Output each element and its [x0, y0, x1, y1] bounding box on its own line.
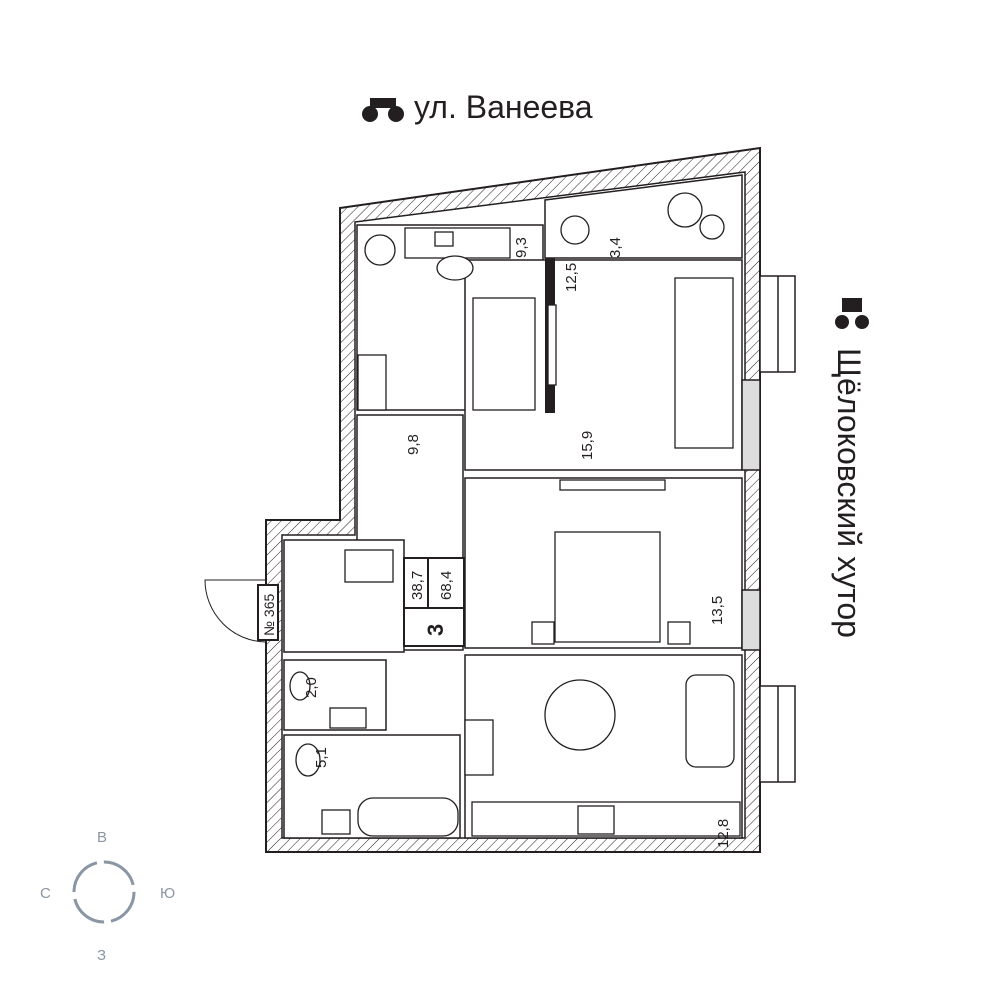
- toilet-icon: [289, 671, 311, 701]
- nightstand: [667, 621, 691, 645]
- bathtub: [357, 797, 459, 837]
- compass-south: З: [97, 947, 106, 964]
- cabinet: [357, 354, 387, 411]
- area-label: 12,8: [715, 819, 732, 848]
- dining-table: [544, 679, 616, 751]
- stove-icon: [577, 805, 615, 835]
- area-label: 3,4: [607, 237, 624, 258]
- area-label: 2,0: [303, 677, 320, 698]
- binoculars-icon: [362, 98, 404, 122]
- area-label: 9,3: [513, 237, 530, 258]
- apartment-number: № 365: [261, 594, 277, 636]
- entrance-door[interactable]: [204, 579, 267, 643]
- wardrobe: [559, 479, 666, 491]
- compass: В С Ю З: [40, 829, 175, 964]
- apartment-number-box: [257, 584, 279, 641]
- compass-north: В: [97, 829, 107, 846]
- tv: [547, 304, 557, 386]
- armchair: [685, 674, 735, 768]
- plant-icon: [560, 215, 590, 245]
- balcony-table: [667, 192, 703, 228]
- area-label: 5,1: [313, 747, 330, 768]
- sink-icon: [321, 809, 351, 835]
- rooms-count: 3: [423, 624, 448, 636]
- street-right: Щёлоковский хутор: [831, 348, 867, 638]
- chair: [436, 255, 474, 281]
- windows: [741, 275, 796, 783]
- washer: [344, 549, 394, 583]
- plant-icon: [364, 234, 396, 266]
- summary-box: 38,7 68,4 3: [403, 557, 465, 647]
- total-area: 68,4: [438, 571, 455, 600]
- sink-icon: [329, 707, 367, 729]
- compass-east: Ю: [160, 885, 175, 902]
- area-label: 13,5: [709, 596, 726, 625]
- furniture: [289, 192, 741, 837]
- area-label: 9,8: [405, 434, 422, 455]
- toilet-icon: [295, 743, 321, 777]
- living-area: 38,7: [409, 571, 426, 600]
- area-label: 15,9: [579, 431, 596, 460]
- balcony-chair: [699, 214, 725, 240]
- desk: [404, 227, 511, 259]
- area-label: 12,5: [563, 263, 580, 292]
- bed-large: [554, 531, 661, 643]
- nightstand: [531, 621, 555, 645]
- fridge: [464, 719, 494, 776]
- street-top: ул. Ванеева: [414, 89, 593, 125]
- binoculars-icon: [835, 298, 869, 329]
- bed-small: [472, 297, 536, 411]
- sofa: [674, 277, 734, 449]
- compass-west: С: [40, 885, 51, 902]
- laptop-icon: [434, 231, 454, 247]
